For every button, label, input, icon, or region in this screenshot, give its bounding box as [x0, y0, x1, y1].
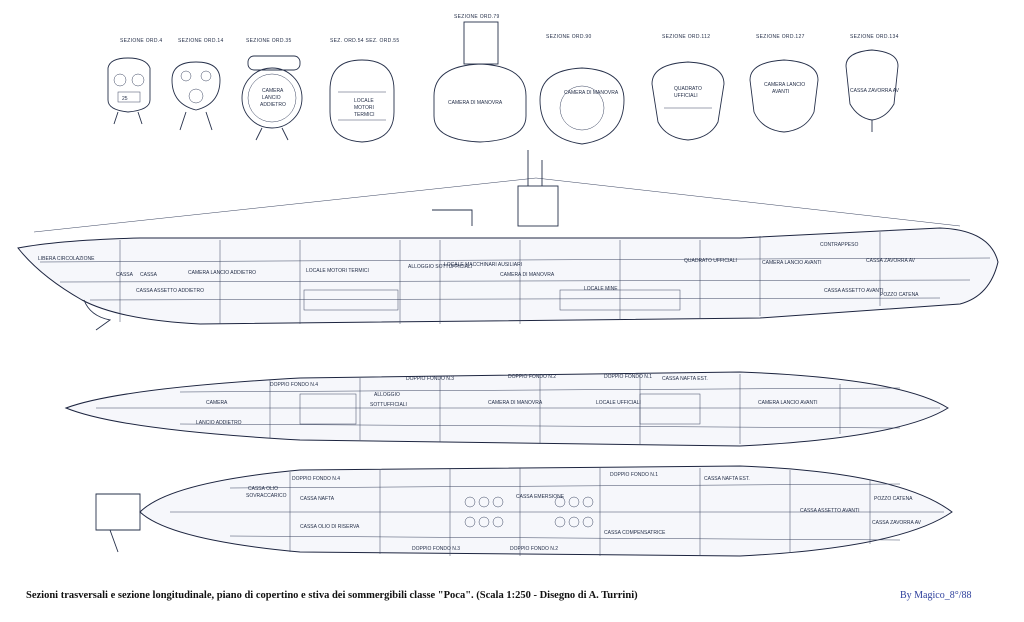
deck-label: LOCALE UFFICIALI: [596, 400, 641, 406]
deck-label: SOTTUFFICIALI: [370, 402, 407, 408]
profile-label: CASSA: [140, 272, 158, 278]
section-inner-text: AVANTI: [772, 89, 789, 95]
author-signature: By Magico_8°/88: [900, 590, 972, 601]
deck-label: CAMERA DI MANOVRA: [488, 400, 543, 406]
section-inner-text: LANCIO: [262, 95, 281, 101]
drawing-caption: Sezioni trasversali e sezione longitudin…: [26, 590, 638, 601]
deck-label: DOPPIO FONDO N.1: [604, 374, 652, 380]
deck-label: DOPPIO FONDO N.4: [270, 382, 318, 388]
profile-label: CASSA ASSETTO ADDIETRO: [136, 288, 204, 294]
section-inner-text: CAMERA DI MANOVRA: [448, 100, 503, 106]
deck-plan: CAMERA LANCIO ADDIETRO DOPPIO FONDO N.4 …: [64, 371, 949, 447]
section-label: SEZIONE ORD.112: [662, 34, 710, 40]
profile-label: CAMERA LANCIO AVANTI: [762, 260, 822, 266]
deck-label: LANCIO ADDIETRO: [196, 420, 242, 426]
hold-label: SOVRACCARICO: [246, 493, 287, 499]
section-ord-112: SEZIONE ORD.112 QUADRATO UFFICIALI: [651, 34, 725, 141]
deck-label: DOPPIO FONDO N.3: [406, 376, 454, 382]
section-inner-text: ADDIETRO: [260, 102, 286, 108]
section-inner-text: MOTORI: [354, 105, 374, 111]
deck-label: CAMERA: [206, 400, 228, 406]
deck-label: CAMERA LANCIO AVANTI: [758, 400, 818, 406]
section-ord-14: SEZIONE ORD.14: [171, 38, 224, 131]
section-ord-54: SEZ. ORD.54 SEZ. ORD.55 LOCALE MOTORI TE…: [329, 38, 399, 143]
profile-label: CONTRAPPESO: [820, 242, 858, 248]
longitudinal-profile: LIBERA CIRCOLAZIONE CASSA CASSA CASSA AS…: [17, 150, 999, 331]
battery-cells: [464, 496, 594, 528]
hold-label: POZZO CATENA: [874, 496, 913, 502]
hold-label: CASSA NAFTA EST.: [704, 476, 750, 482]
section-label: SEZIONE ORD.127: [756, 34, 805, 40]
profile-label: LOCALE MACCHINARI AUSILIARI: [444, 262, 522, 268]
deck-label: CASSA NAFTA EST.: [662, 376, 708, 382]
hold-label: CASSA ASSETTO AVANTI: [800, 508, 859, 514]
section-ord-127: SEZIONE ORD.127 CAMERA LANCIO AVANTI: [749, 34, 819, 133]
hold-label: DOPPIO FONDO N.2: [510, 546, 558, 552]
profile-label: CASSA: [116, 272, 134, 278]
hold-label: CASSA EMERSIONE: [516, 494, 565, 500]
section-ord-134: SEZIONE ORD.134 CASSA ZAVORRA AV: [845, 34, 900, 132]
section-inner-text: CASSA ZAVORRA AV: [850, 88, 900, 94]
deck-label: DOPPIO FONDO N.2: [508, 374, 556, 380]
section-label: SEZIONE ORD.4: [120, 38, 163, 44]
profile-label: QUADRATO UFFICIALI: [684, 258, 737, 264]
profile-label: LOCALE MINE: [584, 286, 618, 292]
section-label: SEZIONE ORD.134: [850, 34, 899, 40]
section-ord-4: SEZIONE ORD.4 25: [107, 38, 163, 125]
section-label: SEZ. ORD.54 SEZ. ORD.55: [330, 38, 399, 44]
hold-label: CASSA ZAVORRA AV: [872, 520, 922, 526]
section-label: SEZIONE ORD.79: [454, 14, 500, 20]
section-ord-35: SEZIONE ORD.35 CAMERA LANCIO ADDIETRO: [241, 38, 303, 141]
hold-label: CASSA NAFTA: [300, 496, 335, 502]
section-inner-text: CAMERA LANCIO: [764, 82, 805, 88]
section-label: SEZIONE ORD.35: [246, 38, 292, 44]
hold-label: DOPPIO FONDO N.4: [292, 476, 340, 482]
hold-label: DOPPIO FONDO N.3: [412, 546, 460, 552]
section-inner-text: LOCALE: [354, 98, 374, 104]
profile-label: CAMERA DI MANOVRA: [500, 272, 555, 278]
hold-label: CASSA OLIO: [248, 486, 278, 492]
section-inner-text: CAMERA: [262, 88, 284, 94]
section-ord-90: SEZIONE ORD.90 CAMERA DI MANOVRA: [539, 34, 625, 145]
cross-sections: SEZIONE ORD.4 25 SEZIONE ORD.14 SEZIONE …: [107, 14, 900, 145]
profile-label: LOCALE MOTORI TERMICI: [306, 268, 369, 274]
section-inner-text: QUADRATO: [674, 86, 702, 92]
hold-label: CASSA COMPENSATRICE: [604, 530, 666, 536]
section-inner-text: TERMICI: [354, 112, 375, 118]
section-label: SEZIONE ORD.14: [178, 38, 224, 44]
deck-label: ALLOGGIO: [374, 392, 400, 398]
hold-plan: CASSA OLIO SOVRACCARICO CASSA NAFTA CASS…: [95, 465, 953, 557]
section-inner-text: UFFICIALI: [674, 93, 698, 99]
section-inner-text: 25: [122, 96, 128, 102]
hold-label: CASSA OLIO DI RISERVA: [300, 524, 360, 530]
profile-label: LIBERA CIRCOLAZIONE: [38, 256, 95, 262]
section-ord-79: SEZIONE ORD.79 CAMERA DI MANOVRA: [433, 14, 527, 143]
profile-label: CASSA ZAVORRA AV: [866, 258, 916, 264]
section-inner-text: CAMERA DI MANOVRA: [564, 90, 619, 96]
profile-label: CASSA ASSETTO AVANTI: [824, 288, 883, 294]
section-label: SEZIONE ORD.90: [546, 34, 592, 40]
profile-label: CAMERA LANCIO ADDIETRO: [188, 270, 256, 276]
profile-label: POZZO CATENA: [880, 292, 919, 298]
hold-label: DOPPIO FONDO N.1: [610, 472, 658, 478]
profile-label: ALLOGGIO SOTTUFFICIALI: [408, 264, 472, 270]
